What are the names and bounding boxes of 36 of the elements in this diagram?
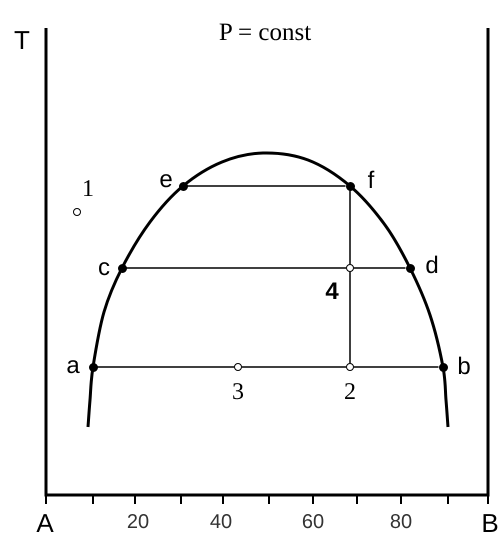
- filled-point: [438, 362, 448, 372]
- tie-line: [242, 366, 346, 368]
- filled-point: [178, 182, 188, 190]
- filled-point: [88, 362, 98, 372]
- point-label: a: [66, 354, 80, 378]
- filled-point: [406, 264, 414, 272]
- point-label: 4: [325, 280, 339, 304]
- tie-line: [349, 190, 351, 264]
- tick-label: 80: [390, 512, 412, 532]
- open-point: [73, 208, 81, 216]
- tie-line: [98, 366, 234, 368]
- tie-line: [188, 185, 346, 187]
- point-label: b: [457, 355, 471, 379]
- point-label: d: [425, 254, 439, 278]
- tick-label: 60: [302, 512, 324, 532]
- tick-label: 40: [210, 512, 232, 532]
- open-point: [234, 363, 242, 371]
- point-label: 3: [232, 380, 244, 404]
- axis-label: T: [14, 27, 30, 53]
- filled-point: [118, 264, 126, 272]
- open-point: [346, 363, 354, 371]
- point-label: e: [159, 168, 173, 192]
- tie-line: [354, 267, 406, 269]
- filled-point: [346, 182, 354, 190]
- axis-label: B: [481, 510, 499, 536]
- tie-line: [126, 267, 346, 269]
- tie-line: [354, 366, 438, 368]
- tie-line: [349, 272, 351, 363]
- point-label: 2: [344, 380, 356, 404]
- open-point: [346, 264, 354, 272]
- diagram-title: P = const: [218, 18, 312, 48]
- point-label: c: [98, 256, 110, 280]
- point-label: 1: [82, 177, 94, 201]
- axis-label: A: [36, 510, 54, 536]
- tick-label: 20: [126, 512, 150, 532]
- point-label: f: [368, 169, 374, 193]
